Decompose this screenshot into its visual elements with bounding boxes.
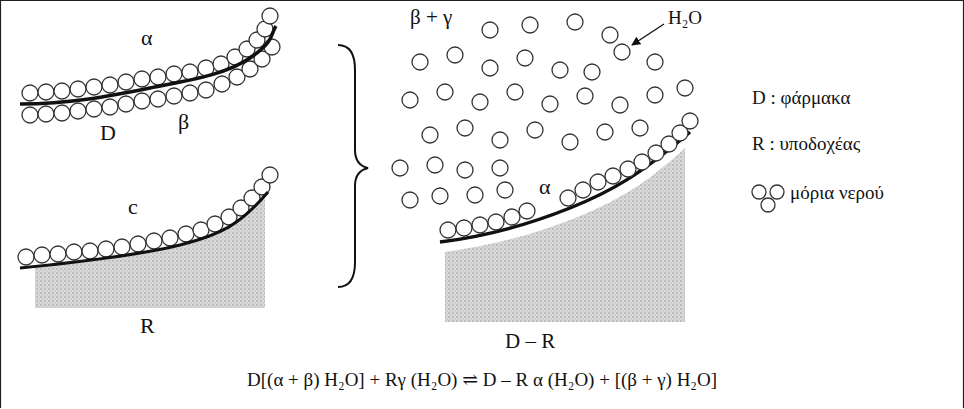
legend-sample — [752, 185, 784, 212]
symbol-label: α — [539, 175, 551, 199]
part-label: R — [140, 314, 155, 338]
symbol-label: β — [178, 110, 189, 134]
equation: D[(α + β) H₂O] + Rγ (H₂O) ⇌ D – R α (H₂O… — [247, 370, 717, 391]
legend-text: D : φάρμακα — [752, 88, 850, 109]
drug-molecule — [22, 8, 280, 123]
drug-surface — [440, 132, 690, 242]
leader-line — [632, 24, 664, 45]
water-molecules — [392, 14, 698, 238]
legend-text: R : υποδοχέας — [752, 134, 860, 155]
part-label: D – R — [505, 330, 555, 353]
symbol-label: c — [128, 195, 138, 219]
symbol-label: β + γ — [410, 6, 452, 29]
receptor-surface — [20, 192, 268, 268]
part-label: D — [100, 121, 116, 145]
brace — [338, 45, 368, 287]
drug-surface — [20, 26, 276, 104]
legend-text: μόρια νερού — [790, 183, 884, 204]
symbol-label: α — [141, 26, 153, 50]
callout-label: H₂O — [668, 8, 702, 29]
